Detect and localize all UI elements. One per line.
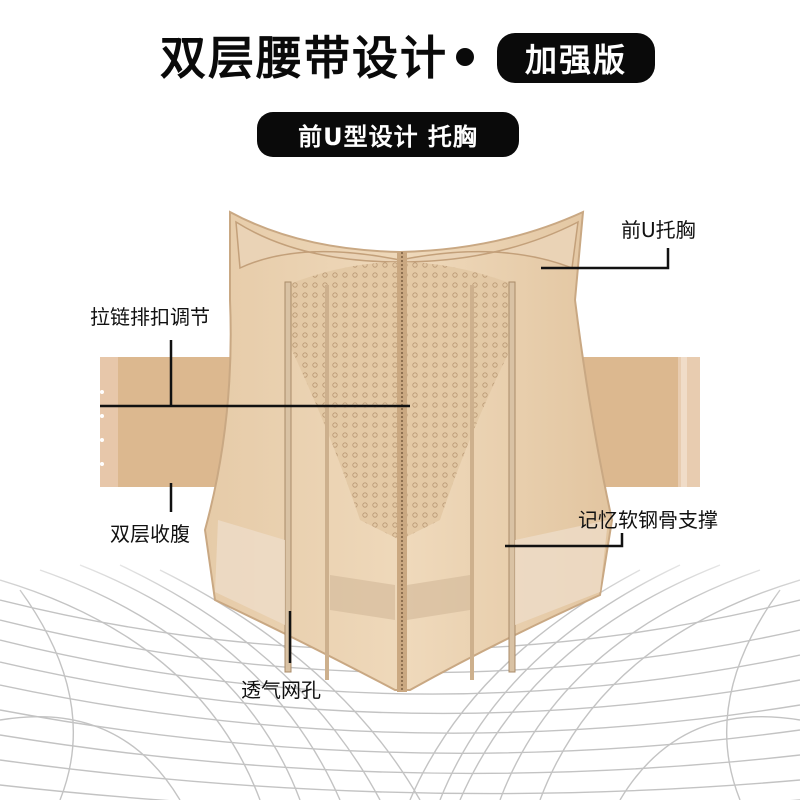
page-title: 双层腰带设计 bbox=[160, 31, 448, 85]
callout-zipper: 拉链排扣调节 bbox=[90, 305, 210, 329]
callout-mesh: 透气网孔 bbox=[241, 678, 321, 702]
callout-double-layer: 双层收腹 bbox=[110, 522, 190, 546]
callout-front-u: 前U托胸 bbox=[621, 218, 696, 242]
callout-steel-bone: 记忆软钢骨支撑 bbox=[578, 508, 718, 532]
separator-dot bbox=[456, 48, 474, 66]
badge-enhanced: 加强版 bbox=[497, 33, 655, 83]
corset-body bbox=[203, 210, 614, 692]
subtitle-pill: 前U型设计 托胸 bbox=[257, 112, 519, 157]
callout-lines bbox=[100, 248, 670, 663]
